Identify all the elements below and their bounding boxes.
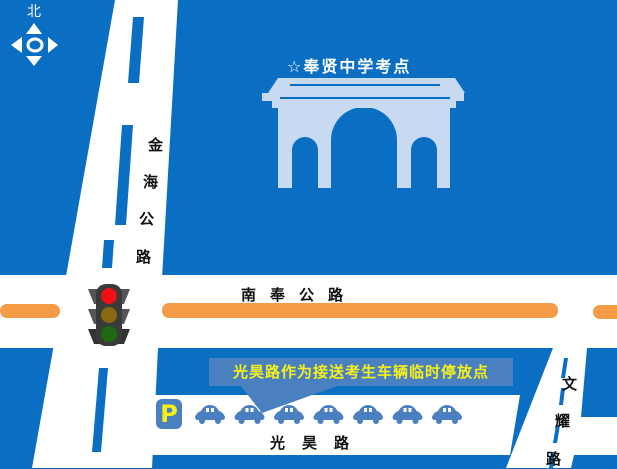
cars	[195, 405, 462, 424]
north-label: 北	[27, 4, 41, 20]
car-icon	[313, 405, 344, 424]
wenyao-road-label: 文	[562, 375, 578, 393]
wenyao-road-label: 路	[546, 450, 562, 468]
car-icon	[392, 405, 423, 424]
jinhai-road-label: 金	[148, 136, 164, 154]
parking-callout: 光昊路作为接送考生车辆临时停放点	[209, 358, 513, 386]
traffic-light-icon	[88, 284, 130, 346]
callout-pointer	[240, 385, 340, 413]
wenyao-road-label: 耀	[555, 412, 571, 430]
compass-icon	[11, 23, 58, 66]
car-icon	[195, 405, 225, 424]
car-icon	[432, 405, 462, 424]
car-icon	[234, 405, 265, 424]
jinhai-road	[32, 0, 178, 468]
wenyao-road	[506, 348, 617, 468]
car-icon	[353, 405, 383, 424]
jinhai-road-label: 海	[143, 173, 159, 191]
parking-icon: P	[156, 399, 182, 429]
car-icon	[274, 405, 304, 424]
nanfeng-road-label: 南奉公路	[241, 286, 358, 304]
jinhai-road-label: 公	[139, 210, 155, 228]
guanghao-road-label: 光昊路	[270, 434, 367, 452]
school-gate-icon	[262, 78, 465, 188]
venue-title: ☆奉贤中学考点	[287, 57, 412, 76]
lane-dashes	[92, 17, 568, 468]
jinhai-road-label: 路	[136, 248, 152, 266]
median	[0, 303, 617, 319]
